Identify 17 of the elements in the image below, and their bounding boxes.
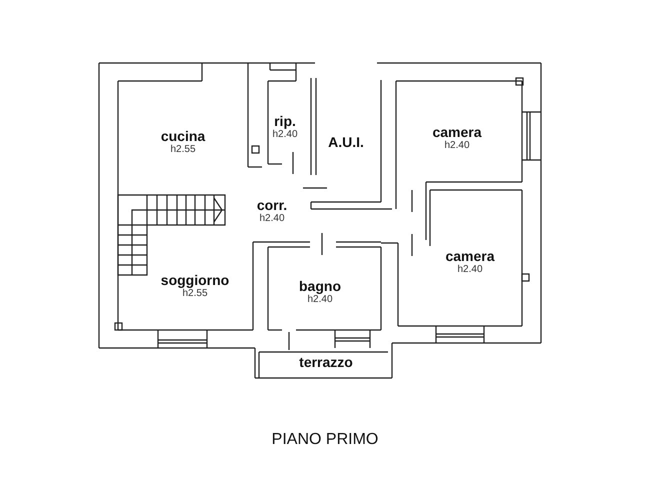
floor-title: PIANO PRIMO — [270, 430, 380, 450]
ceiling-height: h2.40 — [457, 264, 482, 276]
room-name: camera — [432, 124, 482, 140]
ceiling-height: h2.55 — [170, 144, 196, 156]
room-name: bagno — [299, 278, 341, 294]
room-name: A.U.I. — [328, 134, 364, 150]
room-name: rip. — [274, 113, 296, 129]
room-name: terrazzo — [299, 354, 353, 370]
ceiling-height: h2.40 — [259, 213, 284, 225]
ceiling-height: h2.55 — [182, 288, 208, 300]
ceiling-height: h2.40 — [444, 140, 470, 152]
ceiling-height: h2.40 — [307, 294, 333, 306]
room-name: camera — [445, 248, 495, 264]
room-name: corr. — [256, 197, 288, 213]
ceiling-height: h2.40 — [272, 129, 298, 141]
room-name: soggiorno — [160, 272, 230, 288]
room-name: cucina — [160, 128, 206, 144]
